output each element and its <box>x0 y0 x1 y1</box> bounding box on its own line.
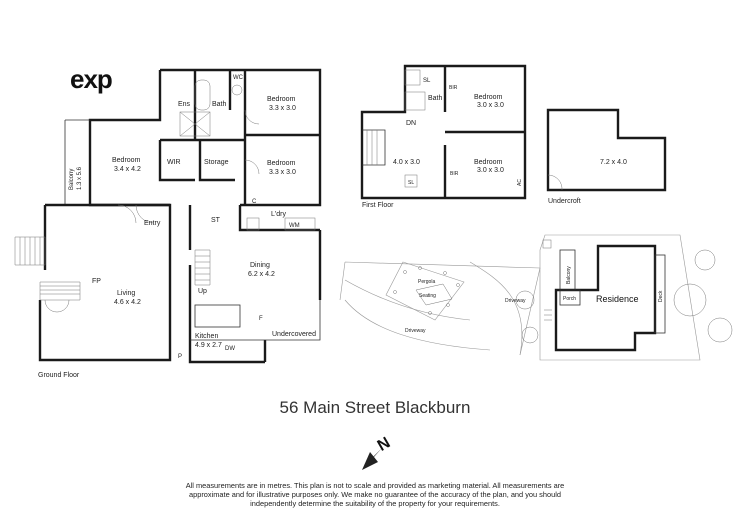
driveway1-label: Driveway <box>405 328 426 334</box>
ff-bed2-size: 3.0 x 3.0 <box>477 167 504 174</box>
entry-label: Entry <box>144 220 161 227</box>
st-label: ST <box>211 217 221 224</box>
bedroom1-name: Bedroom <box>267 96 296 103</box>
ff-room-size: 4.0 x 3.0 <box>393 159 420 166</box>
balcony-size: 1.3 x 5.6 <box>77 166 83 190</box>
brand-logo: exp <box>70 64 113 94</box>
porch-label: Porch <box>563 296 576 302</box>
seating-label: Seating <box>419 293 436 299</box>
ff-ac-label: AC <box>517 179 523 186</box>
pergola-label: Pergola <box>418 279 435 285</box>
ff-sl2-label: SL <box>408 180 414 186</box>
ff-dn-label: DN <box>406 120 416 127</box>
c-label: C <box>252 199 257 205</box>
ff-bed1-name: Bedroom <box>474 94 503 101</box>
site-plan: Pergola Seating Driveway Driveway Balcon… <box>339 234 733 361</box>
dining-name: Dining <box>250 262 270 269</box>
ff-sl1-label: SL <box>423 78 431 84</box>
undercroft-title: Undercroft <box>548 198 581 205</box>
wir-label: WIR <box>167 159 181 166</box>
disclaimer-text: All measurements are in metres. This pla… <box>185 481 565 508</box>
fp-label: FP <box>92 278 101 285</box>
bedroom1-size: 3.3 x 3.0 <box>269 105 296 112</box>
ff-bath-label: Bath <box>428 95 443 102</box>
first-floor-title: First Floor <box>362 202 394 209</box>
north-arrow: N <box>362 434 393 470</box>
up-label: Up <box>198 288 207 295</box>
first-floor-plan: SL Bath BIR Bedroom 3.0 x 3.0 DN 4.0 x 3… <box>360 64 527 209</box>
ff-bed2-name: Bedroom <box>474 159 503 166</box>
ground-floor-title: Ground Floor <box>38 372 80 379</box>
bedroom2-size: 3.4 x 4.2 <box>114 166 141 173</box>
dining-size: 6.2 x 4.2 <box>248 271 275 278</box>
bedroom2-name: Bedroom <box>112 157 141 164</box>
kitchen-size: 4.9 x 2.7 <box>195 342 222 349</box>
deck-label: Deck <box>658 290 664 302</box>
pantry-label: P <box>178 354 182 360</box>
site-balcony-label: Balcony <box>566 266 572 284</box>
undercroft-size: 7.2 x 4.0 <box>600 159 627 166</box>
ground-floor-plan: Ens Bath WC Bedroom 3.3 x 3.0 Bedroom 3.… <box>14 68 322 379</box>
wc-label: WC <box>233 75 244 81</box>
driveway2-label: Driveway <box>505 298 526 304</box>
bedroom3-name: Bedroom <box>267 160 296 167</box>
undercovered-label: Undercovered <box>272 331 316 338</box>
bedroom3-size: 3.3 x 3.0 <box>269 169 296 176</box>
living-name: Living <box>117 290 135 297</box>
ff-bir2-label: BIR <box>450 171 459 177</box>
dw-label: DW <box>225 346 235 352</box>
living-size: 4.6 x 4.2 <box>114 299 141 306</box>
balcony-name: Balcony <box>69 169 75 190</box>
laundry-label: L'dry <box>271 211 286 218</box>
undercroft-plan: 7.2 x 4.0 Undercroft <box>546 108 667 205</box>
f-label: F <box>259 316 263 322</box>
storage-label: Storage <box>204 159 229 166</box>
kitchen-name: Kitchen <box>195 333 218 340</box>
wm-label: WM <box>289 223 300 229</box>
north-label: N <box>375 434 394 455</box>
ens-label: Ens <box>178 101 191 108</box>
bath-label: Bath <box>212 101 227 108</box>
ff-bed1-size: 3.0 x 3.0 <box>477 102 504 109</box>
property-address: 56 Main Street Blackburn <box>279 398 471 417</box>
ff-bir1-label: BIR <box>449 85 458 91</box>
residence-label: Residence <box>596 294 639 304</box>
